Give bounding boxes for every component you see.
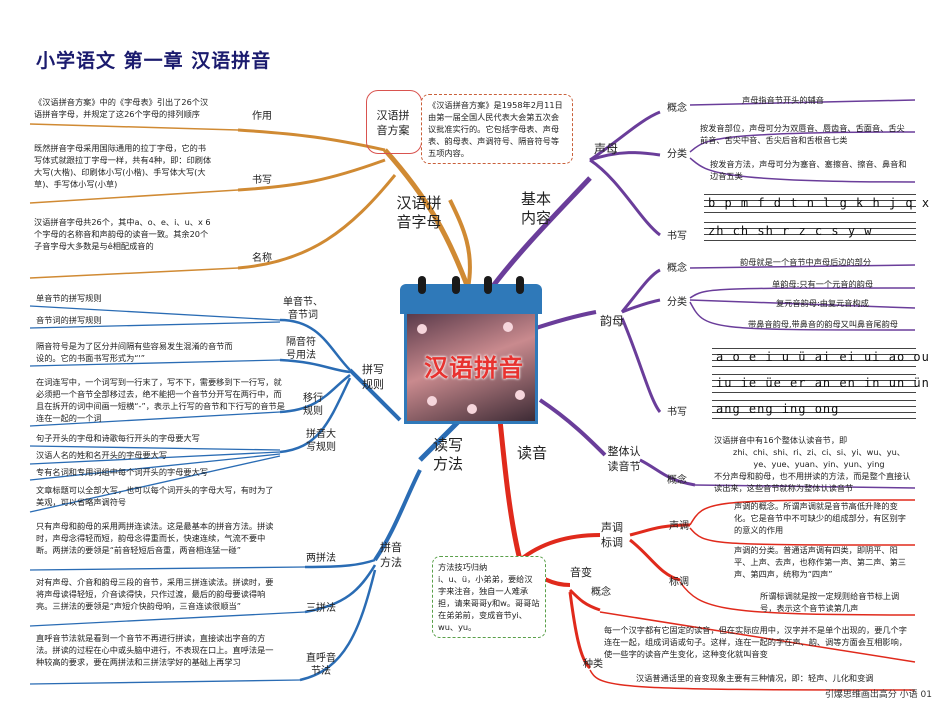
sm-fenlei-label: 分类 (667, 149, 687, 160)
fangan-note: 《汉语拼音方案》是1958年2月11日由第一届全国人民代表大会第五次会议批准实行… (421, 94, 573, 164)
yunmu-label: 韵母 (599, 314, 624, 328)
ym-gainian-text: 韵母就是一个音节中声母后边的部分 (740, 257, 872, 267)
sm-staff-2: zh ch sh r z c s y w (704, 222, 916, 246)
sanpin-label: 三拼法 (306, 603, 336, 614)
zt-text-2: zhi、chi、shi、ri、zi、ci、si、yi、wu、yu、ye、yue、… (733, 447, 905, 469)
sm-staff-1: b p m f d t n l g k h j q x (704, 194, 929, 218)
daxie-2: 汉语人名的姓和名开头的字母要大写 (36, 450, 168, 460)
sm-fenlei-1: 按发音部位，声母可分为双唇音、唇齿音、舌面音、舌尖前音、舌尖中音、舌尖后音和舌根… (700, 123, 905, 145)
sm-shuxie-label: 书写 (667, 231, 687, 242)
shengdiao-label: 声调 标调 (601, 521, 623, 549)
calendar-ring-icon (516, 276, 524, 294)
ym-fenlei-1: 单韵母:只有一个元音的韵母 (772, 279, 874, 289)
dan-1: 单音节的拼写规则 (36, 293, 102, 303)
shuxie-label: 书写 (252, 175, 272, 186)
page-title: 小学语文 第一章 汉语拼音 (36, 50, 272, 72)
yb-gainian-text: 每一个汉字都有它固定的读音，但在实际应用中，汉字并不是单个出现的，要几个字连在一… (604, 625, 907, 659)
calendar-blossom-image: 汉语拼音 (404, 314, 538, 424)
zhonglei-label: 种类 (583, 659, 603, 670)
ym-staff-3: ang eng ing ong (712, 400, 916, 422)
mingcheng-text: 汉语拼音字母共26个，其中a、o、e、i、u、x 6个字母的名称音和声韵母的读音… (34, 217, 211, 251)
sm-fenlei-2: 按发音方法，声母可分为塞音、塞擦音、擦音、鼻音和边音五类 (710, 159, 907, 181)
yihang-label: 移行 规则 (303, 393, 323, 417)
shuxie-text: 既然拼音字母采用国际通用的拉丁字母，它的书写体式就跟拉丁字母一样，共有4种，即：… (34, 143, 212, 189)
zhihu-text: 直呼音节法就是看到一个音节不再进行拼读，直接读出字音的方法。拼读的过程在心中或头… (36, 633, 274, 667)
ym-fenlei-2: 复元音韵母:由复元音构成 (776, 298, 869, 308)
daxie-4: 文章标题可以全部大写，也可以每个词开头的字母大写，有时为了美观，可以省略声调符号 (36, 485, 274, 507)
sd-text-2: 声调的分类。普通话声调有四类，即阴平、阳平、上声、去声，也称作第一声、第二声、第… (734, 545, 906, 579)
jiqiao-note: 方法技巧归纳 i、u、ü，小弟弟，要给汉字来注音，独自一人难承担，请来哥哥y和w… (432, 556, 546, 638)
zuoyong-text: 《汉语拼音方案》中的《字母表》引出了26个汉语拼音字母，并规定了这26个字母的排… (34, 97, 209, 119)
daxie-1: 句子开头的字母和诗歌每行开头的字母要大写 (36, 433, 200, 443)
zl-text: 汉语普通话里的音变现象主要有三种情况，即：轻声、儿化和变调 (636, 673, 874, 683)
danyin-label: 单音节、 音节词 (283, 297, 323, 321)
calendar-ring-icon (418, 276, 426, 294)
geyin-text: 隔音符号是为了区分并间隔有些容易发生混淆的音节而设的。它的书面书写形式为“'” (36, 341, 233, 363)
zhengti-label: 整体认 读音节 (607, 445, 641, 473)
zuoyong-label: 作用 (252, 111, 272, 122)
sm-gainian-label: 概念 (667, 103, 687, 114)
center-topic: 汉语拼音 (400, 276, 542, 430)
branch-duxie: 读写 方法 (432, 436, 463, 473)
sd-label: 声调 (669, 521, 689, 532)
pinxie-label: 拼写 规则 (362, 363, 384, 391)
ym-fenlei-3: 带鼻音韵母,带鼻音的韵母又叫鼻音尾韵母 (748, 319, 898, 329)
zt-text-3: 不分声母和韵母，也不用拼读的方法，而是整个直接认读出来，这些音节就称为整体认读音… (714, 471, 911, 493)
branch-zimu: 汉语拼 音字母 (396, 194, 442, 231)
center-title: 汉语拼音 (424, 354, 524, 382)
liangpin-label: 两拼法 (306, 553, 336, 564)
fangan-label: 汉语拼 音方案 (376, 109, 410, 137)
footer-caption: 引爆思维画出高分 小语 01 (824, 690, 932, 700)
calendar-ring-icon (452, 276, 460, 294)
zt-text-1: 汉语拼音中有16个整体认读音节，即 (714, 435, 848, 445)
yihang-text: 在词连写中，一个词写到一行末了，写不下，需要移到下一行写，就必须把一个音节全部移… (36, 377, 285, 423)
calendar-ring-icon (484, 276, 492, 294)
yinbian-label: 音变 (570, 566, 592, 579)
geyin-label: 隔音符 号用法 (286, 337, 316, 361)
daxie-label: 拼音大 写规则 (306, 429, 336, 453)
biaodiao-label: 标调 (669, 577, 689, 588)
bd-text: 所谓标调就是按一定规则给音节标上调号，表示这个音节读第几声 (760, 591, 900, 613)
dan-2: 音节词的拼写规则 (36, 315, 102, 325)
shengmu-label: 声母 (593, 142, 618, 156)
ym-shuxie-label: 书写 (667, 407, 687, 418)
pinyin-label: 拼音 方法 (380, 541, 402, 569)
sd-text-1: 声调的概念。所谓声调就是音节高低升降的变化。它是音节中不可缺少的组成部分，有区别… (734, 501, 906, 535)
liangpin-text: 只有声母和韵母的采用两拼连读法。这是最基本的拼音方法。拼读时，声母念得轻而短，韵… (36, 521, 274, 555)
zt-gainian-label: 概念 (667, 475, 687, 486)
ym-fenlei-label: 分类 (667, 297, 687, 308)
ym-staff-2: iu ie üe er an en in un ün (712, 374, 929, 396)
ym-gainian-label: 概念 (667, 263, 687, 274)
branch-jiben: 基本 内容 (520, 190, 551, 227)
sanpin-text: 对有声母、介音和韵母三段的音节，采用三拼连读法。拼读时，要将声母读得轻短，介音读… (36, 577, 274, 611)
sm-gainian-text: 声母指音节开头的辅音 (742, 95, 824, 105)
branch-duyin: 读音 (516, 444, 547, 462)
daxie-3: 专有名词和专用词组中每个词开头的字母要大写 (36, 467, 208, 477)
yb-gainian-label: 概念 (591, 587, 611, 598)
zhihu-label: 直呼音 节法 (306, 653, 336, 677)
mingcheng-label: 名称 (252, 253, 272, 264)
ym-staff-1: a o e i u ü ai ei ui ao ou (712, 348, 929, 370)
